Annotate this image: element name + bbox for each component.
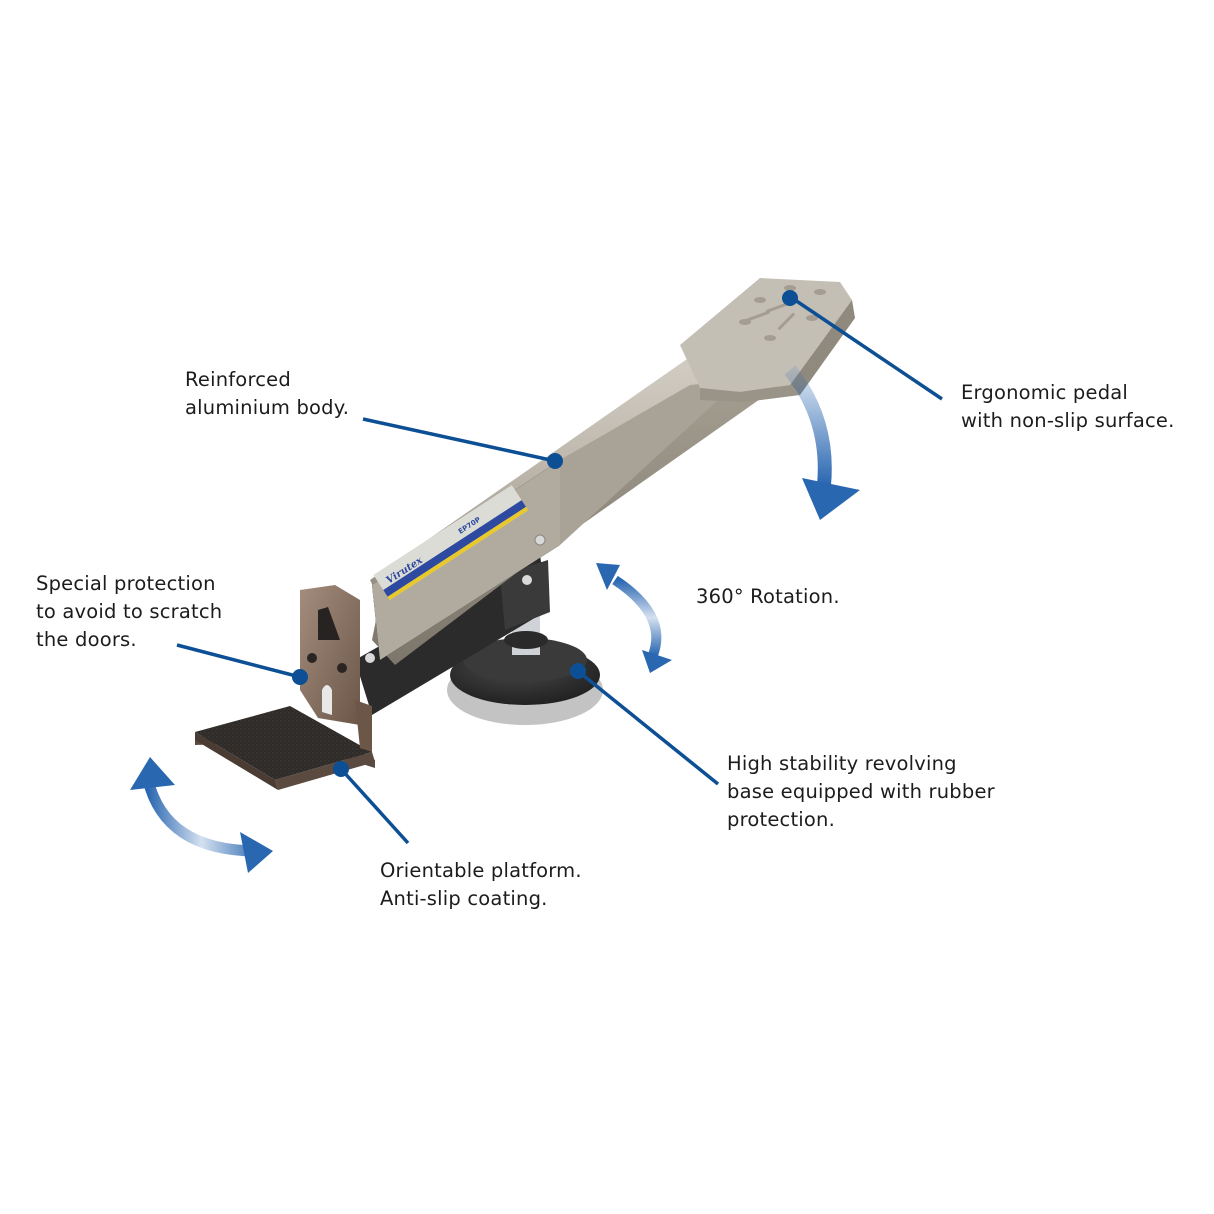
callout-orientable-platform: Orientable platform. Anti-slip coating. xyxy=(380,857,582,913)
rotation-arrow-icon xyxy=(596,563,672,673)
callout-line: base equipped with rubber xyxy=(727,780,995,803)
callout-line: Reinforced xyxy=(185,368,291,391)
callout-lines xyxy=(176,290,943,845)
callout-revolving-base: High stability revolving base equipped w… xyxy=(727,750,995,834)
callout-aluminium-body: Reinforced aluminium body. xyxy=(185,366,349,422)
callout-line: 360° Rotation. xyxy=(696,585,840,608)
callout-line: aluminium body. xyxy=(185,396,350,419)
callout-line: protection. xyxy=(727,808,836,831)
pedal-grip-pattern xyxy=(739,285,826,341)
anti-slip-platform xyxy=(195,700,375,790)
product-label: Virutex EP70P xyxy=(373,485,529,601)
protection-plate xyxy=(300,585,375,725)
callout-line: Orientable platform. xyxy=(380,859,582,882)
callout-line: Ergonomic pedal xyxy=(961,381,1129,404)
callout-line: with non-slip surface. xyxy=(961,409,1175,432)
callout-line: the doors. xyxy=(36,628,137,651)
callout-special-protection: Special protection to avoid to scratch t… xyxy=(36,570,222,654)
callout-line: Special protection xyxy=(36,572,216,595)
callout-rotation: 360° Rotation. xyxy=(696,583,840,611)
pedal-motion-arrow-icon xyxy=(784,365,860,520)
callout-line: Anti-slip coating. xyxy=(380,887,548,910)
callout-line: High stability revolving xyxy=(727,752,957,775)
lower-bracket xyxy=(355,555,550,715)
callout-line: to avoid to scratch xyxy=(36,600,223,623)
platform-orientation-arrow-icon xyxy=(130,757,273,873)
callout-ergonomic-pedal: Ergonomic pedal with non-slip surface. xyxy=(961,379,1175,435)
